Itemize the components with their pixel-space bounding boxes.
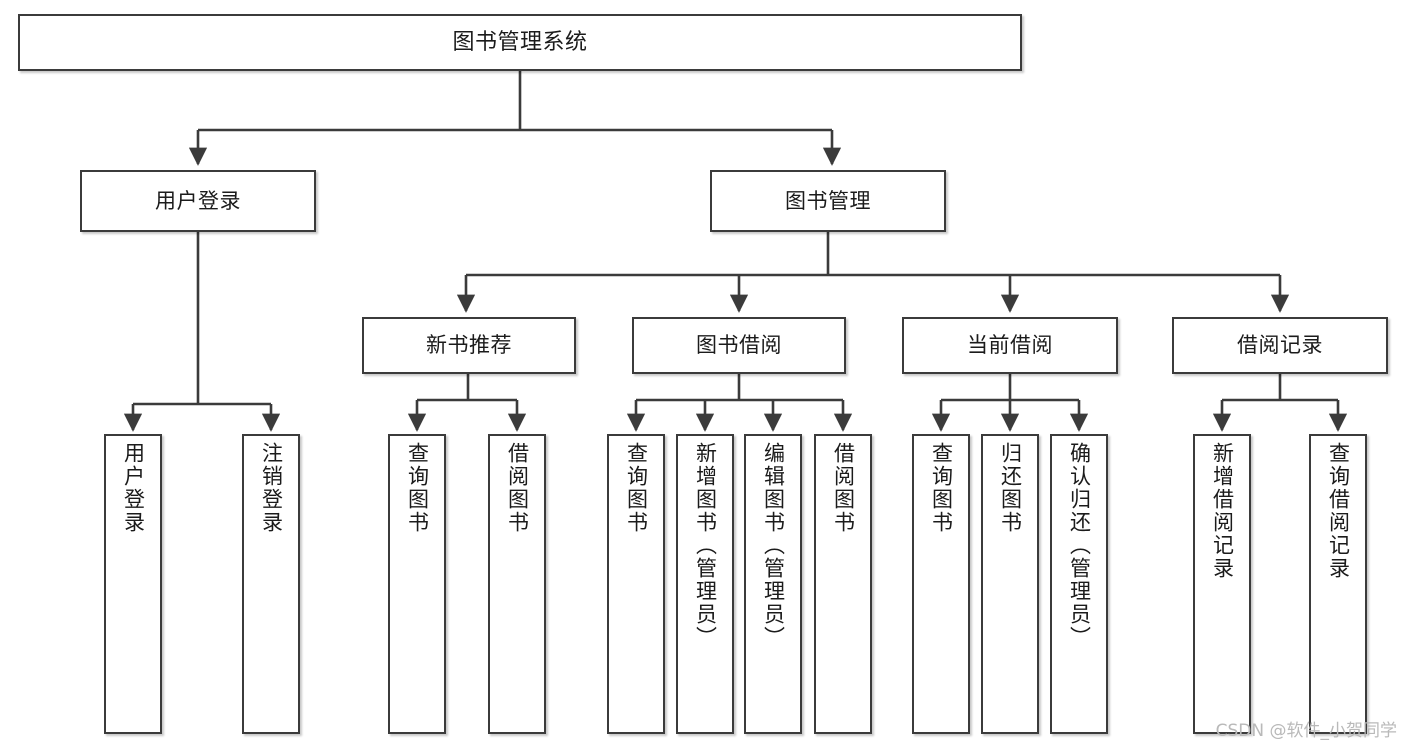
node-label: 借阅图书: [831, 442, 856, 534]
node-book-management[interactable]: 图书管理: [710, 170, 946, 232]
leaf-logout-login[interactable]: 注销登录: [242, 434, 300, 734]
leaf-add-borrow-record[interactable]: 新增借阅记录: [1193, 434, 1251, 734]
leaf-return-book[interactable]: 归还图书: [981, 434, 1039, 734]
node-label: 新增图书（管理员）: [693, 442, 718, 649]
node-label: 确认归还（管理员）: [1067, 442, 1092, 649]
csdn-watermark: CSDN @软件_小贺同学: [1215, 721, 1397, 741]
leaf-user-login[interactable]: 用户登录: [104, 434, 162, 734]
node-label: 查询借阅记录: [1326, 442, 1351, 580]
node-label: 图书管理: [785, 188, 871, 213]
node-label: 当前借阅: [967, 333, 1053, 358]
node-book-borrow[interactable]: 图书借阅: [632, 317, 846, 374]
node-label: 查询图书: [624, 442, 649, 534]
node-label: 归还图书: [998, 442, 1023, 534]
node-user-login[interactable]: 用户登录: [80, 170, 316, 232]
node-current-borrow[interactable]: 当前借阅: [902, 317, 1118, 374]
node-borrow-record[interactable]: 借阅记录: [1172, 317, 1388, 374]
node-label: 用户登录: [155, 188, 241, 213]
node-label: 用户登录: [121, 442, 146, 534]
node-label: 图书管理系统: [452, 29, 588, 55]
node-label: 查询图书: [405, 442, 430, 534]
leaf-query-borrow-record[interactable]: 查询借阅记录: [1309, 434, 1367, 734]
node-label: 图书借阅: [696, 333, 782, 358]
node-label: 借阅记录: [1237, 333, 1323, 358]
node-label: 注销登录: [259, 442, 284, 534]
leaf-borrow-book-recommend[interactable]: 借阅图书: [488, 434, 546, 734]
leaf-query-book-current[interactable]: 查询图书: [912, 434, 970, 734]
node-new-book-recommend[interactable]: 新书推荐: [362, 317, 576, 374]
leaf-confirm-return-admin[interactable]: 确认归还（管理员）: [1050, 434, 1108, 734]
leaf-query-book-recommend[interactable]: 查询图书: [388, 434, 446, 734]
leaf-query-book-borrow[interactable]: 查询图书: [607, 434, 665, 734]
leaf-add-book-admin[interactable]: 新增图书（管理员）: [676, 434, 734, 734]
node-label: 查询图书: [929, 442, 954, 534]
node-label: 编辑图书（管理员）: [761, 442, 786, 649]
leaf-edit-book-admin[interactable]: 编辑图书（管理员）: [744, 434, 802, 734]
node-label: 借阅图书: [505, 442, 530, 534]
node-label: 新增借阅记录: [1210, 442, 1235, 580]
node-root-system[interactable]: 图书管理系统: [18, 14, 1022, 71]
node-label: 新书推荐: [426, 333, 512, 358]
leaf-borrow-book[interactable]: 借阅图书: [814, 434, 872, 734]
